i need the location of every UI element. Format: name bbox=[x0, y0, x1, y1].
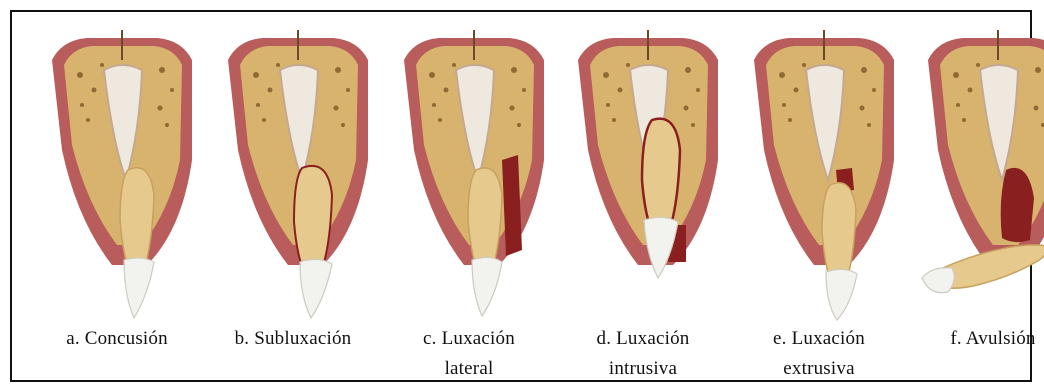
tooth-illustration-lateral-luxation bbox=[394, 20, 544, 320]
tooth-illustration-intrusive-luxation bbox=[568, 20, 718, 320]
caption-line-1: d. Luxación bbox=[568, 324, 718, 354]
caption-subluxation: b. Subluxación bbox=[218, 324, 368, 354]
tooth-illustration-extrusive-luxation bbox=[744, 20, 894, 320]
figure-frame: a. Concusión b. Subluxación bbox=[10, 10, 1032, 382]
panel-extrusive-luxation: e. Luxación extrusiva bbox=[744, 12, 894, 384]
panel-intrusive-luxation: d. Luxación intrusiva bbox=[568, 12, 718, 384]
caption-intrusive-luxation: d. Luxación intrusiva bbox=[568, 324, 718, 384]
caption-line-2: lateral bbox=[394, 354, 544, 384]
caption-line-1: e. Luxación bbox=[744, 324, 894, 354]
caption-line-1: f. Avulsión bbox=[918, 324, 1044, 354]
panel-lateral-luxation: c. Luxación lateral bbox=[394, 12, 544, 384]
caption-line-2: intrusiva bbox=[568, 354, 718, 384]
panel-subluxation: b. Subluxación bbox=[218, 12, 368, 384]
caption-line-1: a. Concusión bbox=[42, 324, 192, 354]
panel-concussion: a. Concusión bbox=[42, 12, 192, 384]
caption-extrusive-luxation: e. Luxación extrusiva bbox=[744, 324, 894, 384]
tooth-illustration-avulsion bbox=[918, 20, 1044, 320]
panel-avulsion: f. Avulsión bbox=[918, 12, 1044, 384]
tooth-illustration-subluxation bbox=[218, 20, 368, 320]
caption-avulsion: f. Avulsión bbox=[918, 324, 1044, 354]
caption-line-2: extrusiva bbox=[744, 354, 894, 384]
caption-lateral-luxation: c. Luxación lateral bbox=[394, 324, 544, 384]
caption-concussion: a. Concusión bbox=[42, 324, 192, 354]
caption-line-1: b. Subluxación bbox=[218, 324, 368, 354]
caption-line-1: c. Luxación bbox=[394, 324, 544, 354]
tooth-illustration-concussion bbox=[42, 20, 192, 320]
